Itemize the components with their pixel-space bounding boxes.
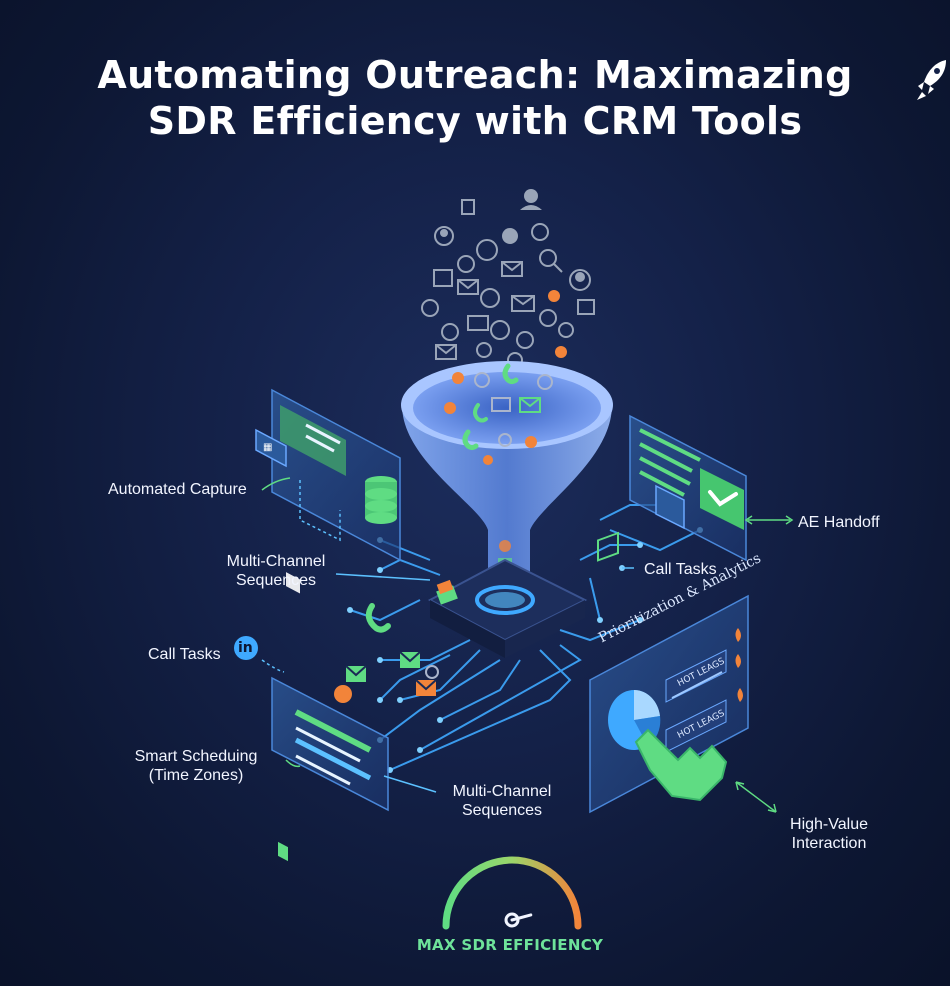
label-ae-handoff: AE Handoff bbox=[798, 514, 880, 531]
label-automated-capture: Automated Capture bbox=[108, 481, 247, 498]
funnel-contents bbox=[444, 290, 567, 465]
phone-icon bbox=[365, 603, 391, 633]
flame-icon bbox=[735, 628, 743, 702]
person-icon bbox=[524, 189, 538, 203]
label-smart-scheduling-line1: Smart Scheduing bbox=[134, 748, 258, 765]
label-call-tasks-right: Call Tasks bbox=[644, 561, 717, 578]
label-multi-channel-1-line2: Sequences bbox=[235, 572, 317, 589]
linkedin-badge-text: in bbox=[238, 640, 253, 656]
channel-icons bbox=[334, 603, 439, 703]
email-icon bbox=[501, 261, 523, 277]
label-high-value-line2: Interaction bbox=[791, 835, 867, 852]
funnel-base bbox=[427, 558, 588, 658]
label-smart-scheduling: Smart Scheduing (Time Zones) bbox=[126, 747, 266, 785]
label-high-value-interaction: High-Value Interaction bbox=[770, 815, 888, 853]
icon-cloud bbox=[421, 189, 595, 368]
database-icon bbox=[365, 476, 397, 524]
checkmark-icon bbox=[700, 468, 744, 530]
label-high-value-line1: High-Value bbox=[790, 816, 868, 833]
hand-pointer-icon bbox=[634, 728, 728, 802]
label-smart-scheduling-line2: (Time Zones) bbox=[148, 767, 244, 784]
label-multi-channel-sequences-1: Multi-Channel Sequences bbox=[214, 552, 338, 590]
page-title: Automating Outreach: Maximazing SDR Effi… bbox=[90, 52, 860, 144]
analytics-panel bbox=[589, 531, 777, 814]
label-multi-channel-2-line1: Multi-Channel bbox=[452, 783, 552, 800]
efficiency-gauge bbox=[442, 856, 582, 930]
label-multi-channel-1-line1: Multi-Channel bbox=[226, 553, 326, 570]
funnel bbox=[401, 290, 613, 590]
gauge-label: MAX SDR EFFICIENCY bbox=[416, 936, 604, 954]
magnifier-icon bbox=[539, 249, 557, 267]
rocket-logo-icon bbox=[917, 60, 946, 100]
label-call-tasks-left: Call Tasks bbox=[148, 646, 221, 663]
calendar-icon bbox=[655, 484, 685, 530]
label-connectors bbox=[335, 567, 634, 793]
label-multi-channel-2-line2: Sequences bbox=[461, 802, 543, 819]
label-multi-channel-sequences-2: Multi-Channel Sequences bbox=[440, 782, 564, 820]
linkedin-icon bbox=[234, 636, 258, 660]
title-line-1: Automating Outreach: Maximazing bbox=[97, 53, 853, 97]
ae-handoff-panel bbox=[629, 414, 794, 562]
svg-text:▦: ▦ bbox=[263, 442, 272, 453]
capture-panel: ▦ bbox=[255, 388, 401, 594]
scheduling-panel bbox=[271, 676, 389, 862]
title-line-2: SDR Efficiency with CRM Tools bbox=[147, 99, 803, 143]
